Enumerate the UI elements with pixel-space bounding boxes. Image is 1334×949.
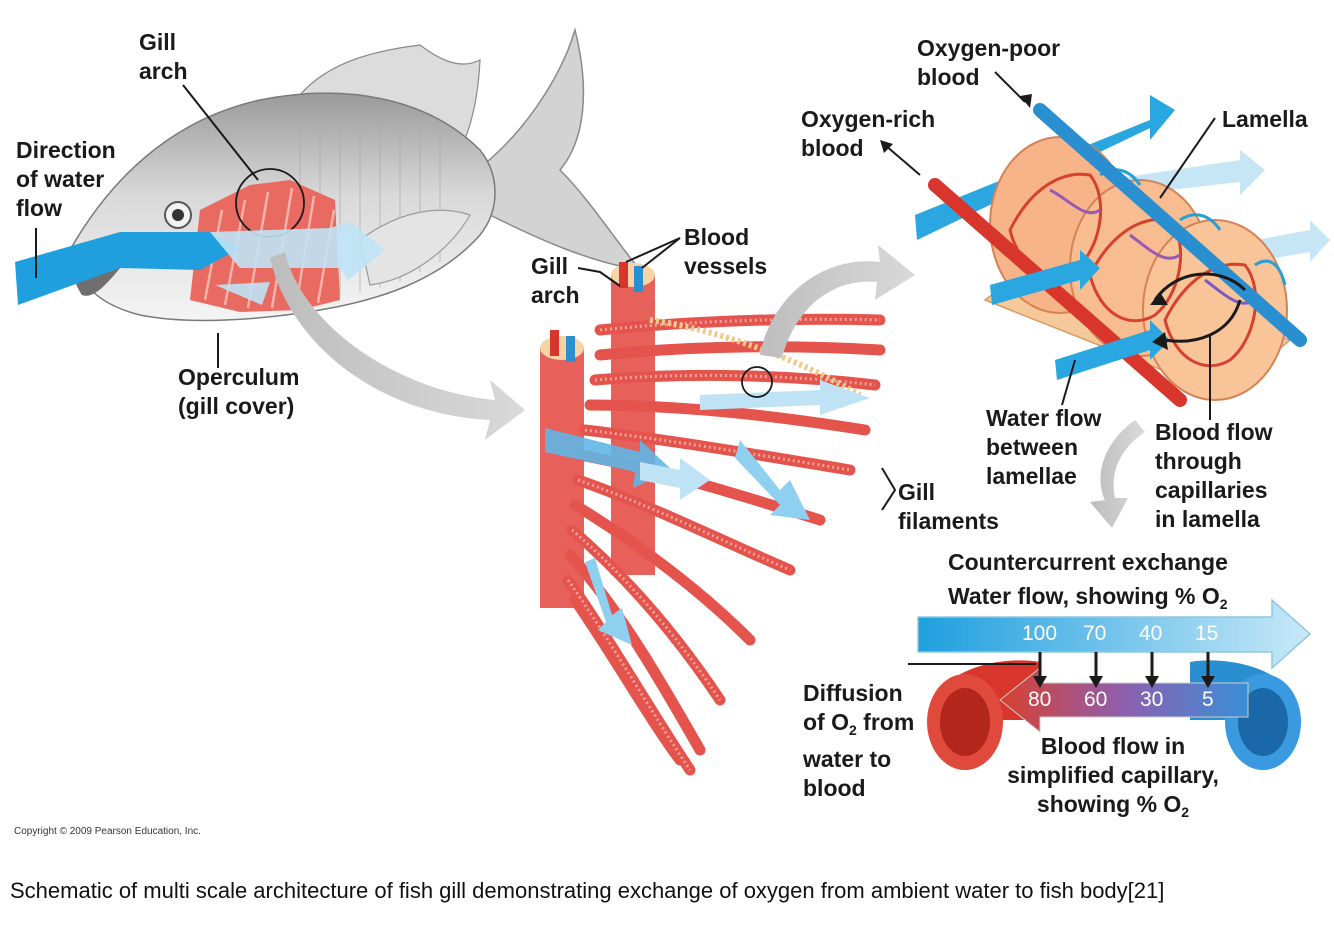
label-lamella: Lamella <box>1222 106 1308 132</box>
water-o2-value: 15 <box>1195 622 1219 645</box>
figure-caption: Schematic of multi scale architecture of… <box>10 878 1165 903</box>
fish-illustration <box>15 27 642 322</box>
zoom-arrow-3 <box>1090 420 1145 528</box>
label-direction-of-water-flow: Direction of water flow <box>16 137 116 221</box>
leader-lines <box>35 71 1216 511</box>
water-o2-value: 100 <box>1022 622 1058 645</box>
label-operculum: Operculum (gill cover) <box>178 364 300 419</box>
lamellae-illustration <box>915 95 1330 407</box>
gill-filaments-illustration <box>540 262 886 776</box>
diffusion-arrows <box>1038 652 1210 680</box>
label-gill-filaments: Gill filaments <box>898 479 999 534</box>
water-o2-value: 40 <box>1139 622 1163 645</box>
label-gill-arch-filaments: Gill arch <box>531 253 580 308</box>
label-blood-flow-simplified: Blood flow in simplified capillary, show… <box>1007 733 1219 820</box>
countercurrent-diagram <box>908 598 1312 770</box>
label-oxygen-rich-blood: Oxygen-rich blood <box>801 106 936 161</box>
label-water-flow-between-lamellae: Water flow between lamellae <box>986 405 1102 489</box>
water-o2-value: 70 <box>1083 622 1107 645</box>
label-water-flow-showing-o2: Water flow, showing % O2 <box>948 583 1228 612</box>
zoom-arrow-1 <box>270 252 525 440</box>
blood-o2-value: 30 <box>1140 688 1164 711</box>
label-countercurrent-exchange: Countercurrent exchange <box>948 549 1228 575</box>
blood-o2-value: 60 <box>1084 688 1108 711</box>
blood-o2-value: 5 <box>1202 688 1214 711</box>
label-blood-vessels: Blood vessels <box>684 224 768 279</box>
label-blood-flow-through-capillaries: Blood flow through capillaries in lamell… <box>1155 419 1273 532</box>
copyright-notice: Copyright © 2009 Pearson Education, Inc. <box>14 826 201 837</box>
zoom-arrow-2 <box>760 245 915 358</box>
label-oxygen-poor-blood: Oxygen-poor blood <box>917 35 1061 90</box>
blood-o2-value: 80 <box>1028 688 1052 711</box>
label-gill-arch-fish: Gill arch <box>139 29 188 84</box>
